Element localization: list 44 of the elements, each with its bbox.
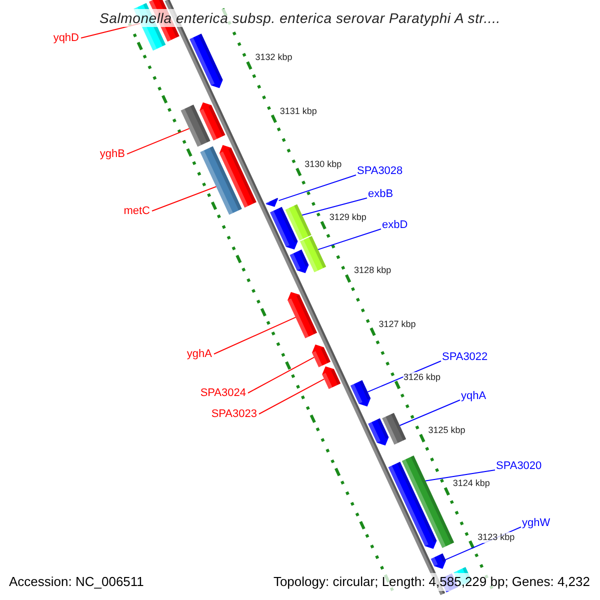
scale-label: 3124 kbp <box>452 478 490 490</box>
scale-label: 3130 kbp <box>304 158 342 170</box>
gene-segment <box>322 366 341 390</box>
leader-line <box>278 174 356 202</box>
gene-segment <box>180 104 210 147</box>
leader-line <box>424 470 496 482</box>
scale-label: 3126 kbp <box>403 372 441 383</box>
gene-segment <box>402 455 454 548</box>
gene-label: yghW <box>522 516 550 530</box>
gene-label: exbD <box>382 218 408 232</box>
gene-label: exbB <box>368 187 394 201</box>
scale-label: 3123 kbp <box>478 532 515 543</box>
scale-label: 3127 kbp <box>378 318 416 330</box>
gene-segment <box>350 380 371 406</box>
gene-segment <box>430 553 446 569</box>
gene-label: yqhA <box>461 389 486 403</box>
gene-segment <box>382 412 406 445</box>
leader-line <box>126 128 190 154</box>
scale-label: 3132 kbp <box>255 52 292 64</box>
gene-segment <box>200 146 242 215</box>
gene-label: SPA3022 <box>442 350 488 364</box>
gene-segment <box>300 236 326 272</box>
leader-line <box>302 198 368 216</box>
scale-label: 3129 kbp <box>329 212 366 224</box>
scale-label: 3131 kbp <box>280 106 317 117</box>
gene-segment <box>312 344 331 368</box>
gene-segment <box>285 204 312 241</box>
gene-label: SPA3020 <box>496 459 542 473</box>
gene-label: yghA <box>186 347 212 361</box>
gene-label: SPA3028 <box>357 164 403 178</box>
gene-label: metC <box>124 204 150 218</box>
leader-line <box>152 186 217 212</box>
gene-label: SPA3023 <box>211 407 257 421</box>
leader-line <box>248 356 315 394</box>
gene-label: yghB <box>100 147 125 161</box>
scale-label: 3125 kbp <box>428 425 466 436</box>
gene-segment <box>266 198 278 207</box>
gene-segment <box>288 292 318 338</box>
genome-summary: Topology: circular; Length: 4,585,229 bp; Genes: 4,232 <box>273 573 590 591</box>
leader-line <box>214 316 296 354</box>
scale-label: 3128 kbp <box>354 265 392 276</box>
leader-line <box>258 378 325 414</box>
gene-label: SPA3024 <box>200 386 246 400</box>
gene-label: yqhD <box>53 31 79 45</box>
